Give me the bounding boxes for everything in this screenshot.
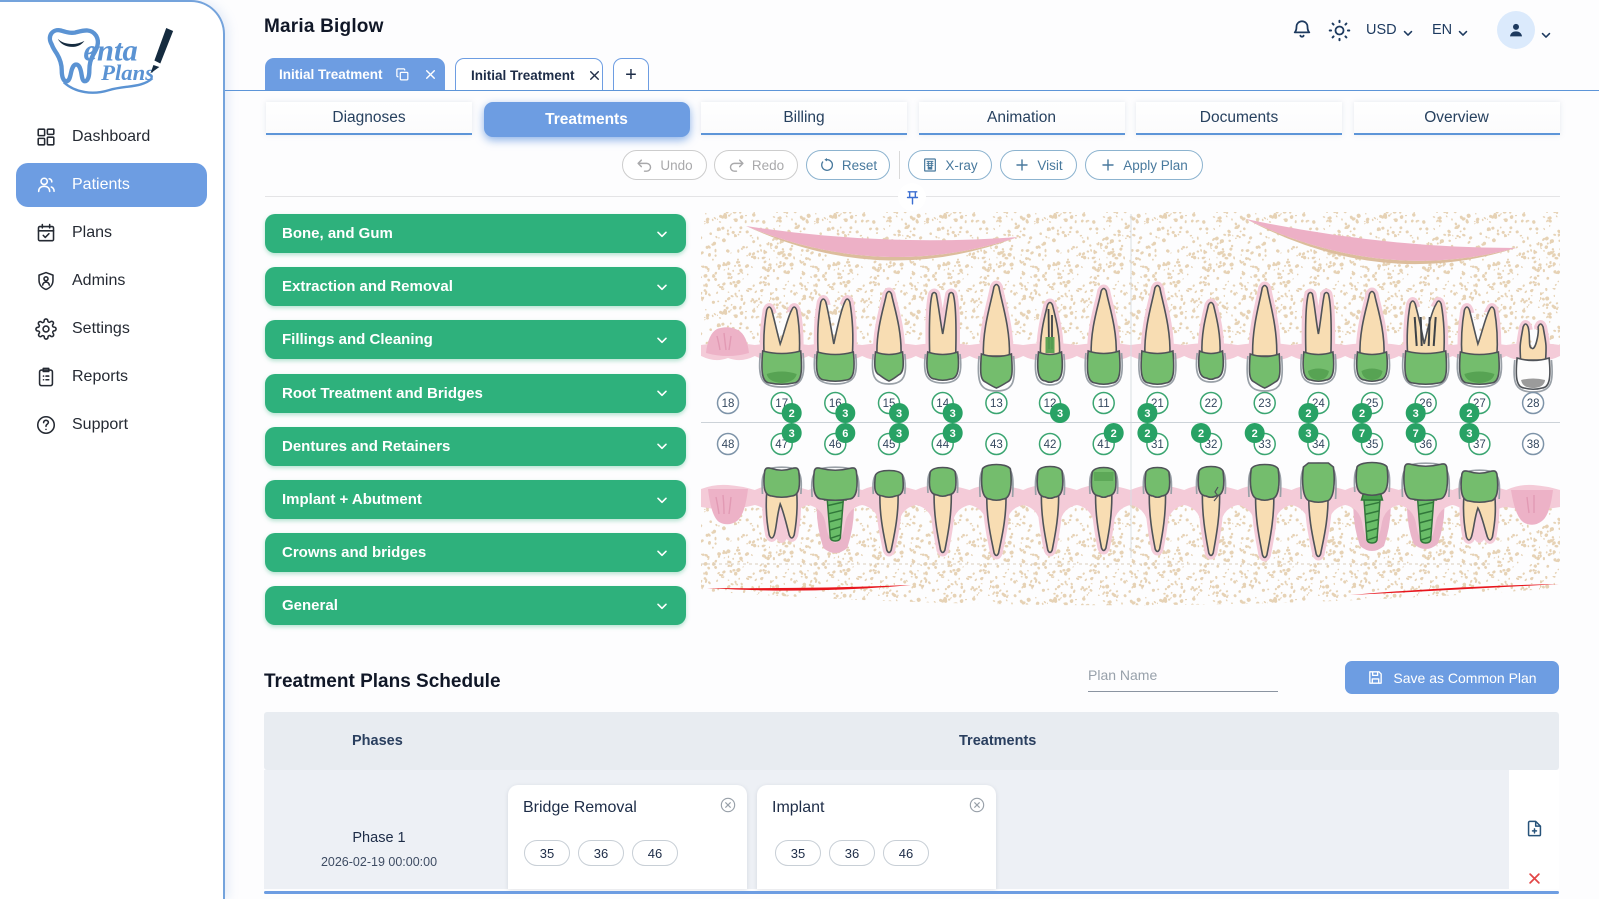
svg-text:3: 3 [950,428,956,440]
svg-text:31: 31 [1151,439,1164,451]
svg-text:47: 47 [775,439,788,451]
svg-text:28: 28 [1527,398,1540,410]
svg-text:7: 7 [1359,428,1365,440]
svg-text:3: 3 [1057,408,1063,420]
svg-text:7: 7 [1413,428,1419,440]
svg-text:2: 2 [1144,428,1150,440]
svg-text:2: 2 [1198,428,1204,440]
svg-text:2: 2 [1252,428,1258,440]
svg-text:36: 36 [1419,439,1432,451]
svg-text:11: 11 [1098,398,1110,410]
svg-text:enta: enta [83,34,137,68]
svg-text:3: 3 [1466,428,1472,440]
svg-text:38: 38 [1527,439,1540,451]
svg-text:2: 2 [1111,428,1117,440]
svg-text:2: 2 [1466,408,1472,420]
svg-text:2: 2 [1359,408,1365,420]
svg-text:42: 42 [1044,439,1057,451]
svg-text:3: 3 [1413,408,1419,420]
svg-text:3: 3 [950,408,956,420]
svg-text:44: 44 [936,439,949,451]
svg-text:32: 32 [1205,439,1218,451]
svg-text:2: 2 [1305,408,1311,420]
svg-text:22: 22 [1205,398,1218,410]
svg-text:35: 35 [1366,439,1379,451]
svg-text:23: 23 [1258,398,1271,410]
svg-text:Plans: Plans [100,60,154,85]
svg-text:37: 37 [1473,439,1486,451]
svg-text:13: 13 [990,398,1003,410]
svg-text:48: 48 [722,439,735,451]
svg-text:43: 43 [990,439,1003,451]
svg-text:18: 18 [722,398,735,410]
svg-text:3: 3 [789,428,795,440]
svg-text:3: 3 [896,408,902,420]
svg-text:33: 33 [1258,439,1271,451]
svg-text:3: 3 [1305,428,1311,440]
svg-text:3: 3 [896,428,902,440]
svg-text:6: 6 [842,428,848,440]
svg-text:46: 46 [829,439,842,451]
svg-text:2: 2 [789,408,795,420]
svg-text:34: 34 [1312,439,1325,451]
svg-text:41: 41 [1097,439,1110,451]
svg-text:45: 45 [883,439,896,451]
svg-text:3: 3 [842,408,848,420]
svg-text:3: 3 [1144,408,1150,420]
